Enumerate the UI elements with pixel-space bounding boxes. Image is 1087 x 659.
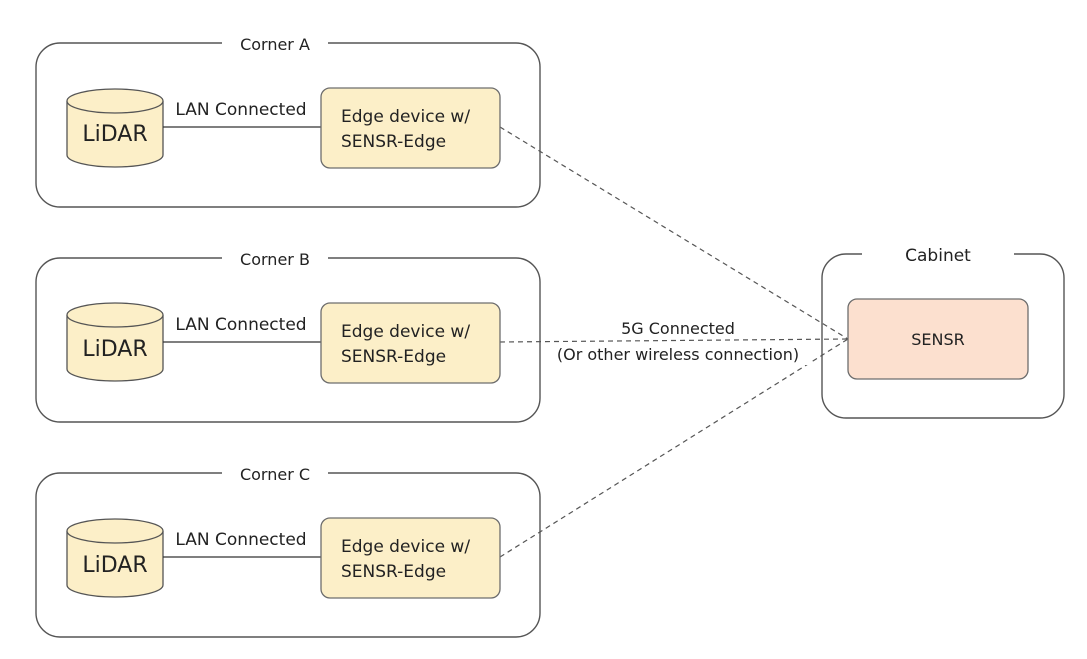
edge-device-label-line2: SENSR-Edge [341,562,446,582]
sensr-server-label: SENSR [911,330,965,349]
lan-link-label: LAN Connected [175,100,306,120]
wireless-label-line1: 5G Connected [621,319,735,338]
lidar-icon: LiDAR [66,302,164,382]
lidar-icon: LiDAR [66,88,164,168]
corner-c-group: Corner C LiDAR LAN Connected Edge device… [35,464,541,638]
cabinet-group: Cabinet SENSR [821,245,1065,419]
wireless-label-line2: (Or other wireless connection) [557,345,799,364]
edge-device-label-line2: SENSR-Edge [341,132,446,152]
corner-b-group: Corner B LiDAR LAN Connected Edge device… [35,249,541,423]
lidar-label: LiDAR [82,553,147,578]
corner-b-title: Corner B [240,250,310,269]
edge-device-box [320,302,501,384]
wireless-links [499,126,849,558]
edge-device-label-line1: Edge device w/ [341,537,470,557]
lidar-label: LiDAR [82,337,147,362]
lidar-label: LiDAR [82,122,147,147]
edge-device-box [320,517,501,599]
sensr-server-box [847,298,1029,380]
cabinet-title: Cabinet [905,246,971,266]
corner-a-title: Corner A [240,35,310,54]
link-corner-a-to-sensr [499,126,849,340]
edge-device-label-line1: Edge device w/ [341,107,470,127]
corner-c-title: Corner C [240,465,310,484]
lidar-icon: LiDAR [66,518,164,598]
corner-a-group: Corner A LiDAR LAN Connected Edge device… [35,34,541,208]
edge-device-label-line2: SENSR-Edge [341,347,446,367]
link-corner-c-to-sensr [499,338,849,558]
link-corner-b-to-sensr [499,338,849,343]
edge-device-label-line1: Edge device w/ [341,322,470,342]
lan-link-label: LAN Connected [175,315,306,335]
lan-link-label: LAN Connected [175,530,306,550]
edge-device-box [320,87,501,169]
